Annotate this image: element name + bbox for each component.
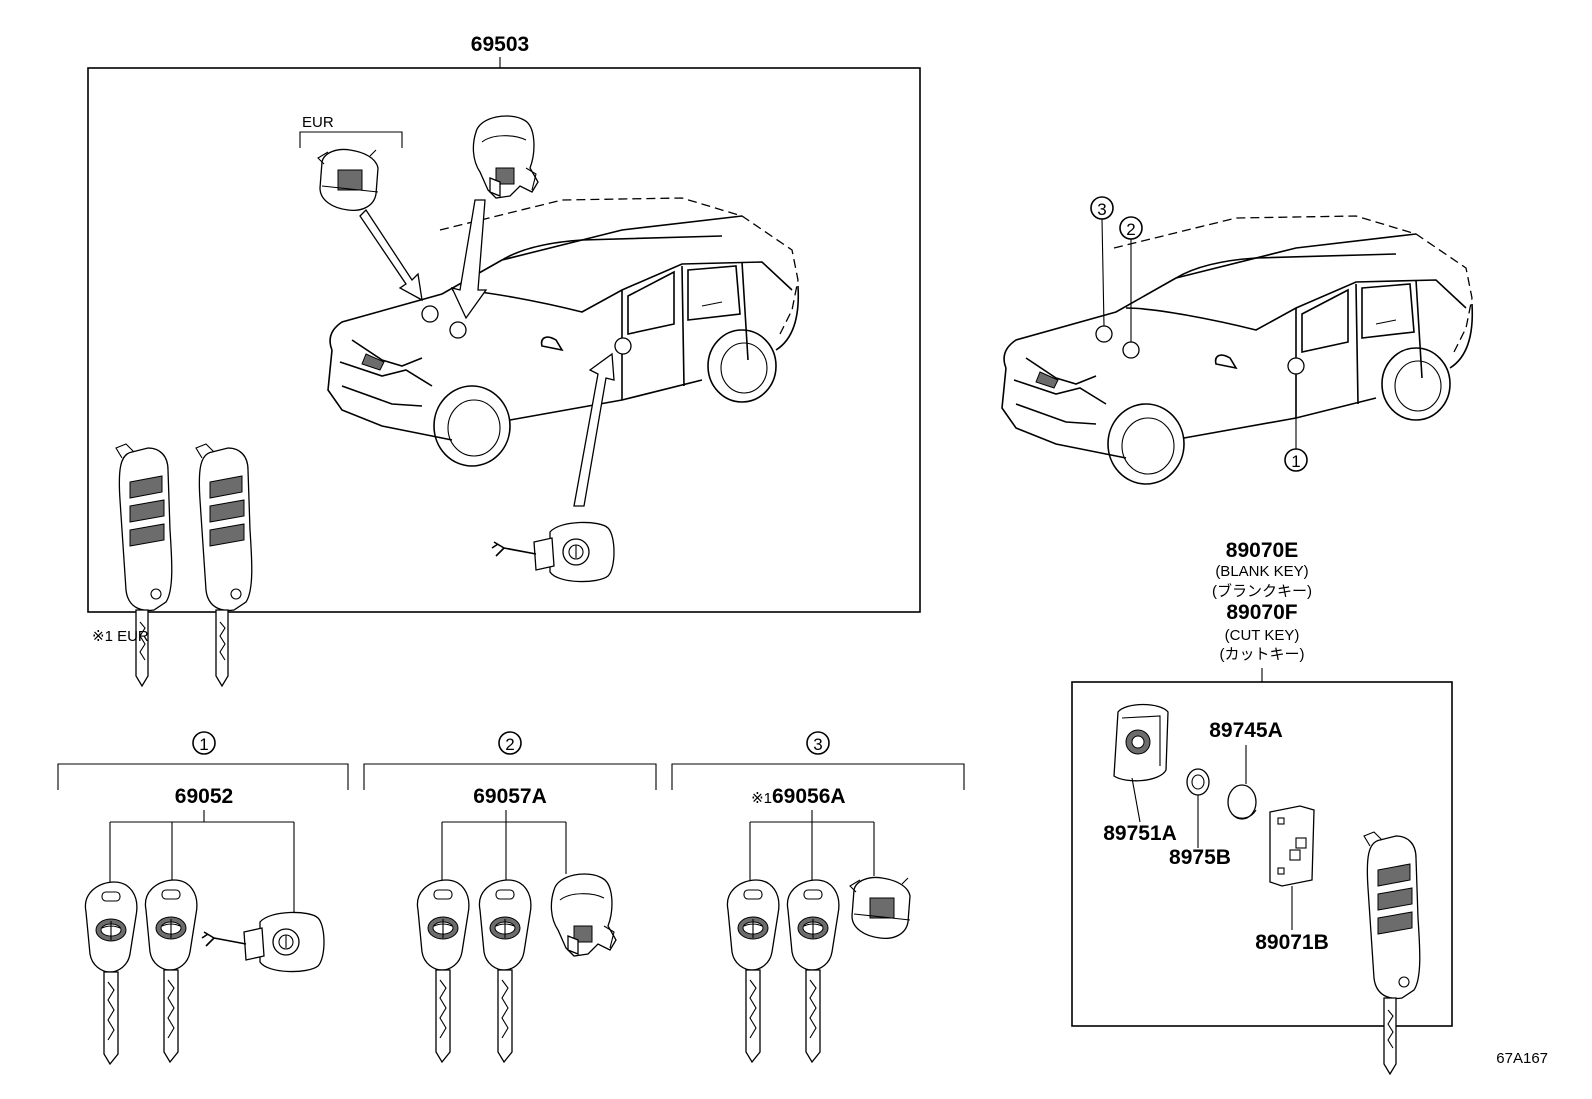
part-8975B-label: 8975B xyxy=(1169,846,1231,869)
svg-text:3: 3 xyxy=(813,735,822,754)
callout-2: 2 xyxy=(1119,216,1143,342)
door-lock-cylinder-illustration xyxy=(491,521,615,583)
group-3: 3 ※1 69056A xyxy=(671,731,965,1063)
part-89745A-label: 89745A xyxy=(1209,719,1283,742)
group-3-footnote-mark: ※1 xyxy=(751,790,772,807)
svg-text:1: 1 xyxy=(199,735,208,754)
svg-text:2: 2 xyxy=(505,735,514,754)
svg-text:2: 2 xyxy=(1126,220,1135,239)
flip-key-illustration xyxy=(115,443,173,687)
diagram-code: 67A167 xyxy=(1496,1050,1548,1067)
key-housing-illustration xyxy=(1113,703,1169,782)
leader-line xyxy=(1131,777,1141,823)
group-1: 1 69052 xyxy=(57,731,349,1065)
transponder-board-illustration xyxy=(1269,805,1315,887)
location-dot xyxy=(614,337,632,355)
group-1-part-number: 69052 xyxy=(175,785,233,808)
ignition-cylinder-illustration xyxy=(472,115,539,199)
cut-key-part-number: 89070F xyxy=(1226,601,1297,624)
location-dot xyxy=(449,321,467,339)
blank-key-description-jp: (ブランクキー) xyxy=(1212,582,1312,600)
vehicle-illustration xyxy=(327,197,800,467)
location-dot xyxy=(1122,341,1140,359)
blank-key-description: (BLANK KEY) xyxy=(1215,563,1308,580)
vehicle-callout-illustration xyxy=(1001,215,1474,485)
eur-lock-cylinder-illustration xyxy=(317,148,379,212)
assembly-part-number: 69503 xyxy=(471,33,529,56)
cut-key-description: (CUT KEY) xyxy=(1225,627,1300,644)
group-3-part-number: 69056A xyxy=(772,785,846,808)
arrow-door-cylinder xyxy=(573,352,615,507)
part-89751A-label: 89751A xyxy=(1103,822,1177,845)
arrow-eur-cylinder xyxy=(359,208,423,302)
flip-key-illustration xyxy=(1363,831,1421,1075)
footnote: ※1 EUR xyxy=(92,628,149,645)
assembly-frame xyxy=(87,67,921,613)
group-2-part-number: 69057A xyxy=(473,785,547,808)
flip-key-illustration xyxy=(195,443,253,687)
part-89071B-label: 89071B xyxy=(1255,931,1329,954)
callout-1: 1 xyxy=(1284,370,1308,472)
eur-bracket xyxy=(299,131,403,148)
location-dot xyxy=(1095,325,1113,343)
callout-3: 3 xyxy=(1090,196,1114,327)
battery-illustration xyxy=(1227,784,1257,820)
svg-text:3: 3 xyxy=(1097,200,1106,219)
cut-key-description-jp: (カットキー) xyxy=(1220,646,1305,663)
location-dot xyxy=(1287,357,1305,375)
svg-text:1: 1 xyxy=(1291,452,1300,471)
location-dot xyxy=(421,305,439,323)
group-2: 2 69057A xyxy=(363,731,657,1063)
arrow-ignition xyxy=(450,199,488,320)
small-disc-illustration xyxy=(1186,768,1210,796)
key-assembly-frame xyxy=(1071,681,1453,1027)
eur-region-label: EUR xyxy=(302,114,334,131)
blank-key-part-number: 89070E xyxy=(1226,539,1298,562)
